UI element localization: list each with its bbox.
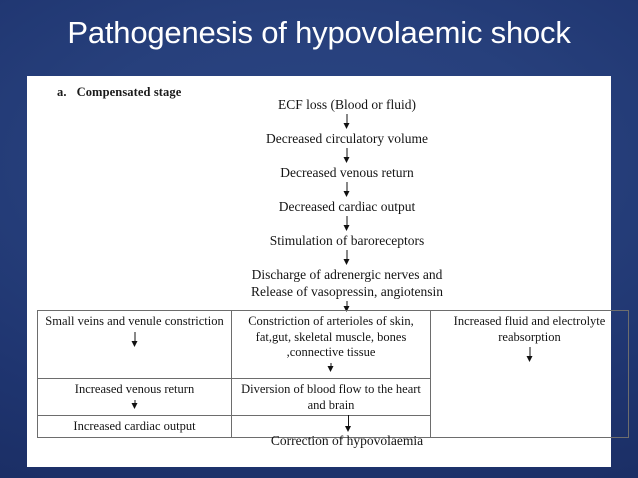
- stage-label-text: Compensated stage: [76, 85, 182, 99]
- down-arrow-icon: [55, 147, 638, 164]
- stage-letter: a.: [57, 85, 67, 99]
- flow-step-discharge-adrenergic-nerves: Discharge of adrenergic nerves and: [251, 267, 443, 282]
- down-arrow-icon: [37, 415, 601, 433]
- table-row: Increased venous return Diversion of blo…: [37, 378, 629, 416]
- table-cell-text: Increased venous return: [74, 382, 195, 396]
- table-cell-diversion-blood-flow: Diversion of blood flow to the heart and…: [231, 378, 431, 416]
- flow-chart: ECF loss (Blood or fluid) Decreased circ…: [27, 96, 611, 313]
- down-arrow-icon: [236, 363, 426, 374]
- down-arrow-icon: [55, 113, 638, 130]
- down-arrow-icon: [435, 347, 624, 363]
- flow-step-stimulation-of-baroreceptors: Stimulation of baroreceptors: [269, 233, 425, 248]
- flow-step-ecf-loss: ECF loss (Blood or fluid): [277, 97, 416, 112]
- flow-step-release-vasopressin: Release of vasopressin, angiotensin: [251, 284, 443, 299]
- table-cell-text: Small veins and venule constriction: [45, 314, 224, 328]
- table-cell-arteriolar-constriction: Constriction of arterioles of skin, fat,…: [231, 310, 431, 379]
- table-row: Small veins and venule constriction Cons…: [37, 310, 629, 438]
- page-title: Pathogenesis of hypovolaemic shock: [67, 15, 571, 50]
- table-cell-text: Increased fluid and electrolyte reabsorp…: [453, 314, 606, 344]
- table-cell-text: Diversion of blood flow to the heart and…: [241, 382, 421, 412]
- content-panel: a. Compensated stage ECF loss (Blood or f…: [27, 76, 629, 467]
- flow-step-decreased-venous-return: Decreased venous return: [280, 165, 414, 180]
- outcome-label: Correction of hypovolaemia: [270, 433, 424, 448]
- table-cell-text: Constriction of arterioles of skin, fat,…: [248, 314, 414, 359]
- down-arrow-icon: [42, 332, 227, 348]
- down-arrow-icon: [55, 215, 638, 232]
- flow-step-decreased-circulatory-volume: Decreased circulatory volume: [266, 131, 428, 146]
- down-arrow-icon: [55, 181, 638, 198]
- table-cell-small-veins-constriction: Small veins and venule constriction: [37, 310, 232, 379]
- stage-label: a. Compensated stage: [57, 85, 181, 100]
- table-cell-increased-venous-return: Increased venous return: [37, 378, 232, 416]
- down-arrow-icon: [42, 400, 227, 411]
- down-arrow-icon: [55, 249, 638, 266]
- flow-step-decreased-cardiac-output: Decreased cardiac output: [278, 199, 416, 214]
